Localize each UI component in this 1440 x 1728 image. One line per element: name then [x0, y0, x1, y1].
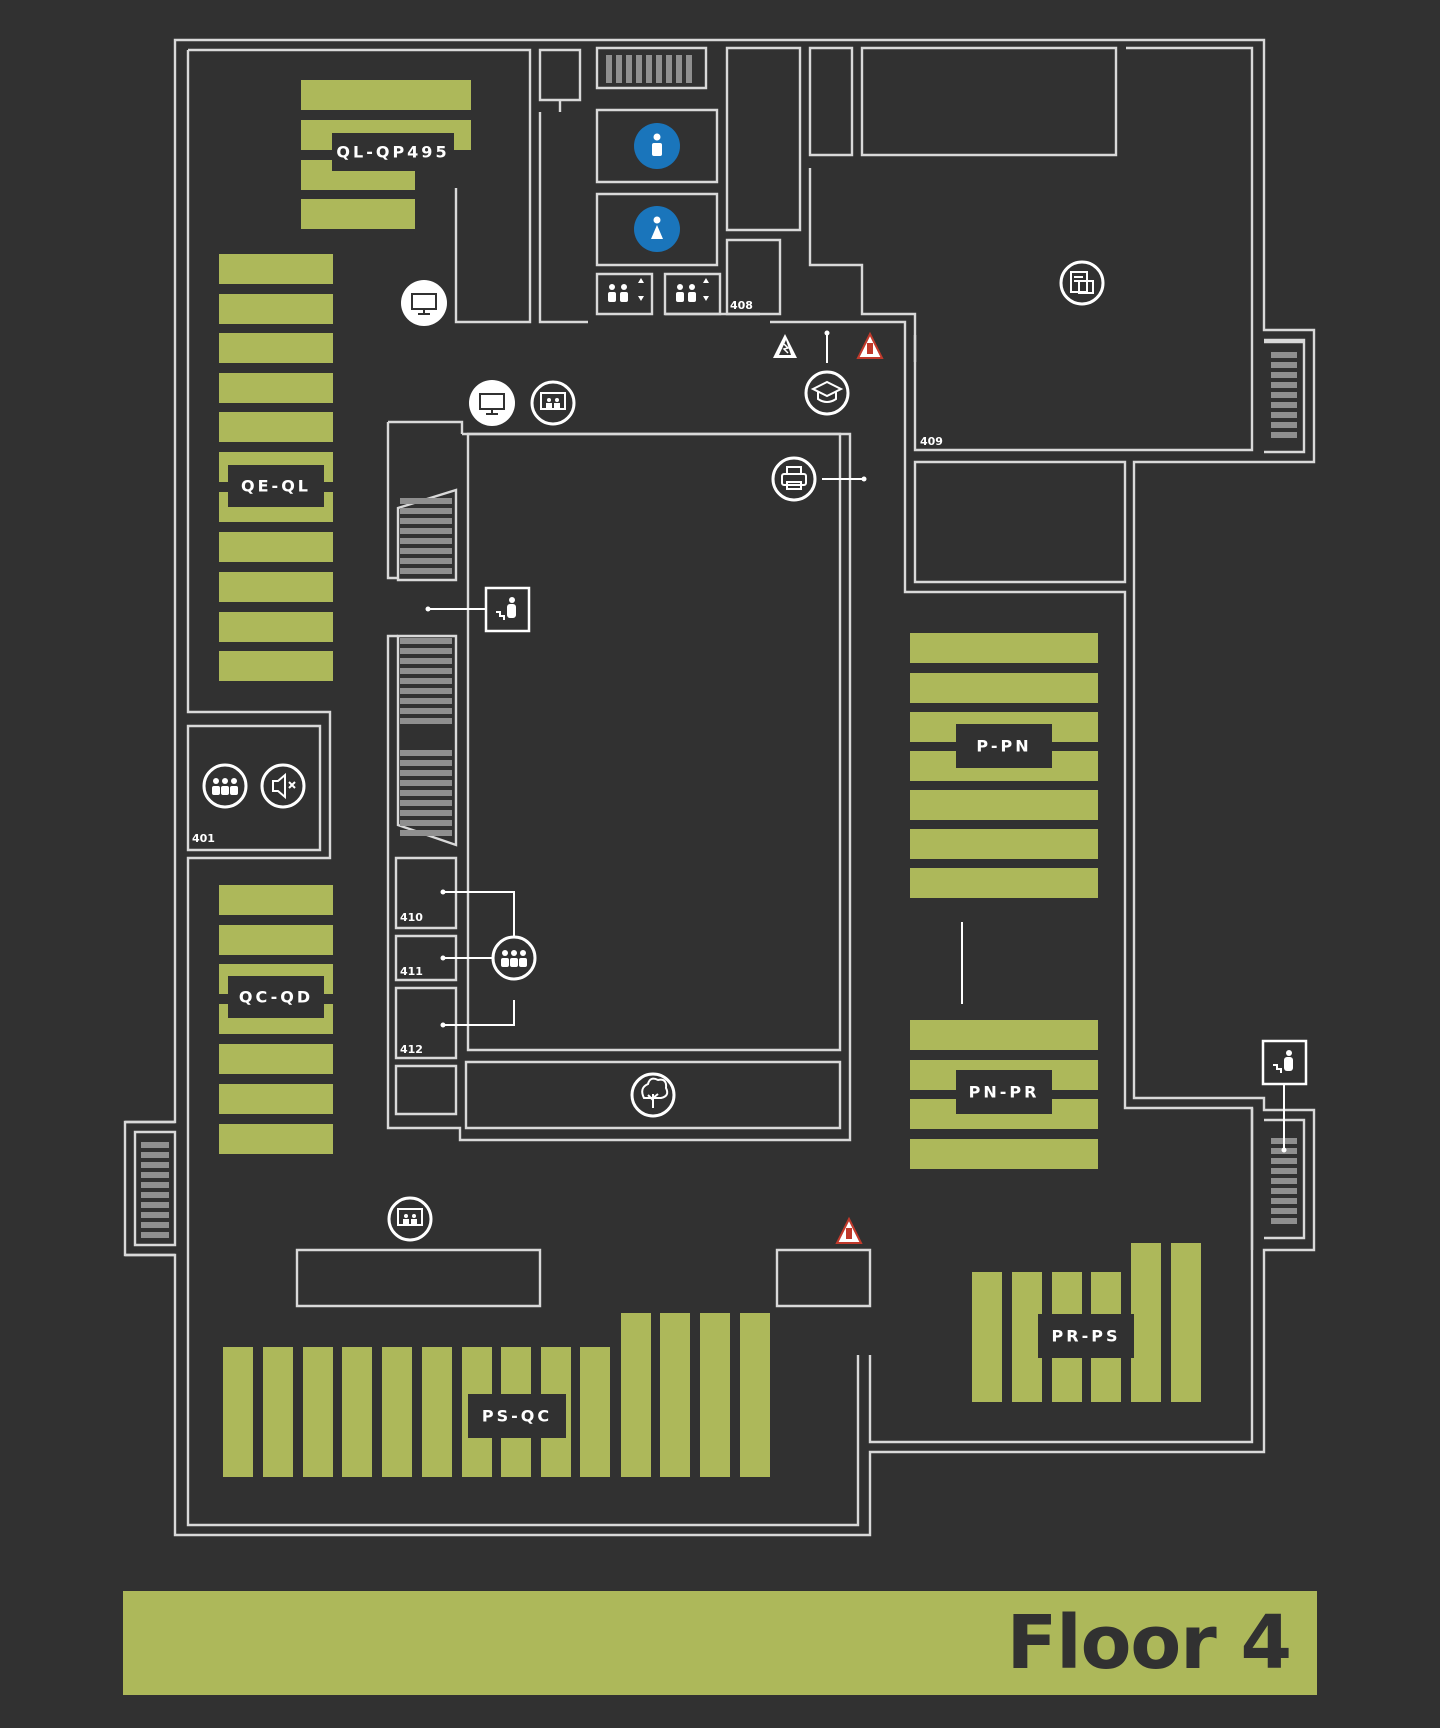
section-label-p-pn: P-PN — [976, 737, 1031, 756]
stacks-pn-pr[interactable]: PN-PR — [910, 1020, 1098, 1169]
room-412: 412 — [400, 1043, 423, 1056]
room-408: 408 — [730, 299, 753, 312]
stairs-east-upper — [1271, 352, 1297, 438]
stairs-icon[interactable] — [1261, 1039, 1308, 1086]
room-401: 401 — [192, 832, 215, 845]
restroom-female-icon[interactable] — [634, 206, 680, 252]
stairs-west-lower — [141, 1142, 169, 1238]
room-410: 410 — [400, 911, 423, 924]
garden-courtyard-icon[interactable] — [630, 1072, 676, 1118]
computer-station-icon[interactable] — [469, 380, 515, 426]
building-walls — [123, 38, 1316, 1537]
floor-banner: Floor 4 — [123, 1591, 1317, 1695]
restroom-male-icon[interactable] — [634, 123, 680, 169]
stairs-west — [396, 488, 458, 847]
exhibit-icon[interactable] — [1059, 260, 1105, 306]
group-study-icon[interactable] — [491, 935, 537, 981]
fire-extinguisher-icon — [856, 331, 884, 359]
leader-lines — [425, 330, 1287, 1153]
printer-icon[interactable] — [771, 456, 817, 502]
section-label-ql-qp495: QL-QP495 — [336, 143, 449, 162]
floor-title: Floor 4 — [1006, 1600, 1292, 1686]
group-study-icon[interactable] — [202, 763, 248, 809]
stacks-ql-qp495[interactable]: QL-QP495 — [301, 80, 471, 229]
inner-wall — [186, 48, 860, 1527]
stairs-icon[interactable] — [484, 586, 531, 633]
computer-station-icon[interactable] — [401, 280, 447, 326]
stairs-top — [606, 55, 692, 83]
section-label-ps-qc: PS-QC — [482, 1407, 552, 1426]
section-label-pr-ps: PR-PS — [1052, 1327, 1121, 1346]
room-409: 409 — [920, 435, 943, 448]
section-label-pn-pr: PN-PR — [969, 1083, 1040, 1102]
elevator-icon — [676, 278, 709, 302]
stacks-qc-qd[interactable]: QC-QD — [219, 885, 333, 1154]
video-conference-icon[interactable] — [530, 380, 576, 426]
learning-center-icon[interactable] — [804, 370, 850, 416]
stacks-ps-qc[interactable]: PS-QC — [223, 1313, 770, 1477]
quiet-zone-icon[interactable] — [260, 763, 306, 809]
section-label-qc-qd: QC-QD — [239, 988, 313, 1007]
elevator-icon — [608, 278, 644, 302]
electrical-hazard-icon — [773, 334, 797, 358]
video-conference-icon[interactable] — [387, 1196, 433, 1242]
section-label-qe-ql: QE-QL — [241, 477, 311, 496]
stacks-pr-ps[interactable]: PR-PS — [972, 1243, 1201, 1402]
stacks-qe-ql[interactable]: QE-QL — [219, 254, 333, 681]
stacks-p-pn[interactable]: P-PN — [910, 633, 1098, 898]
room-411: 411 — [400, 965, 423, 978]
fire-extinguisher-icon — [835, 1216, 863, 1244]
